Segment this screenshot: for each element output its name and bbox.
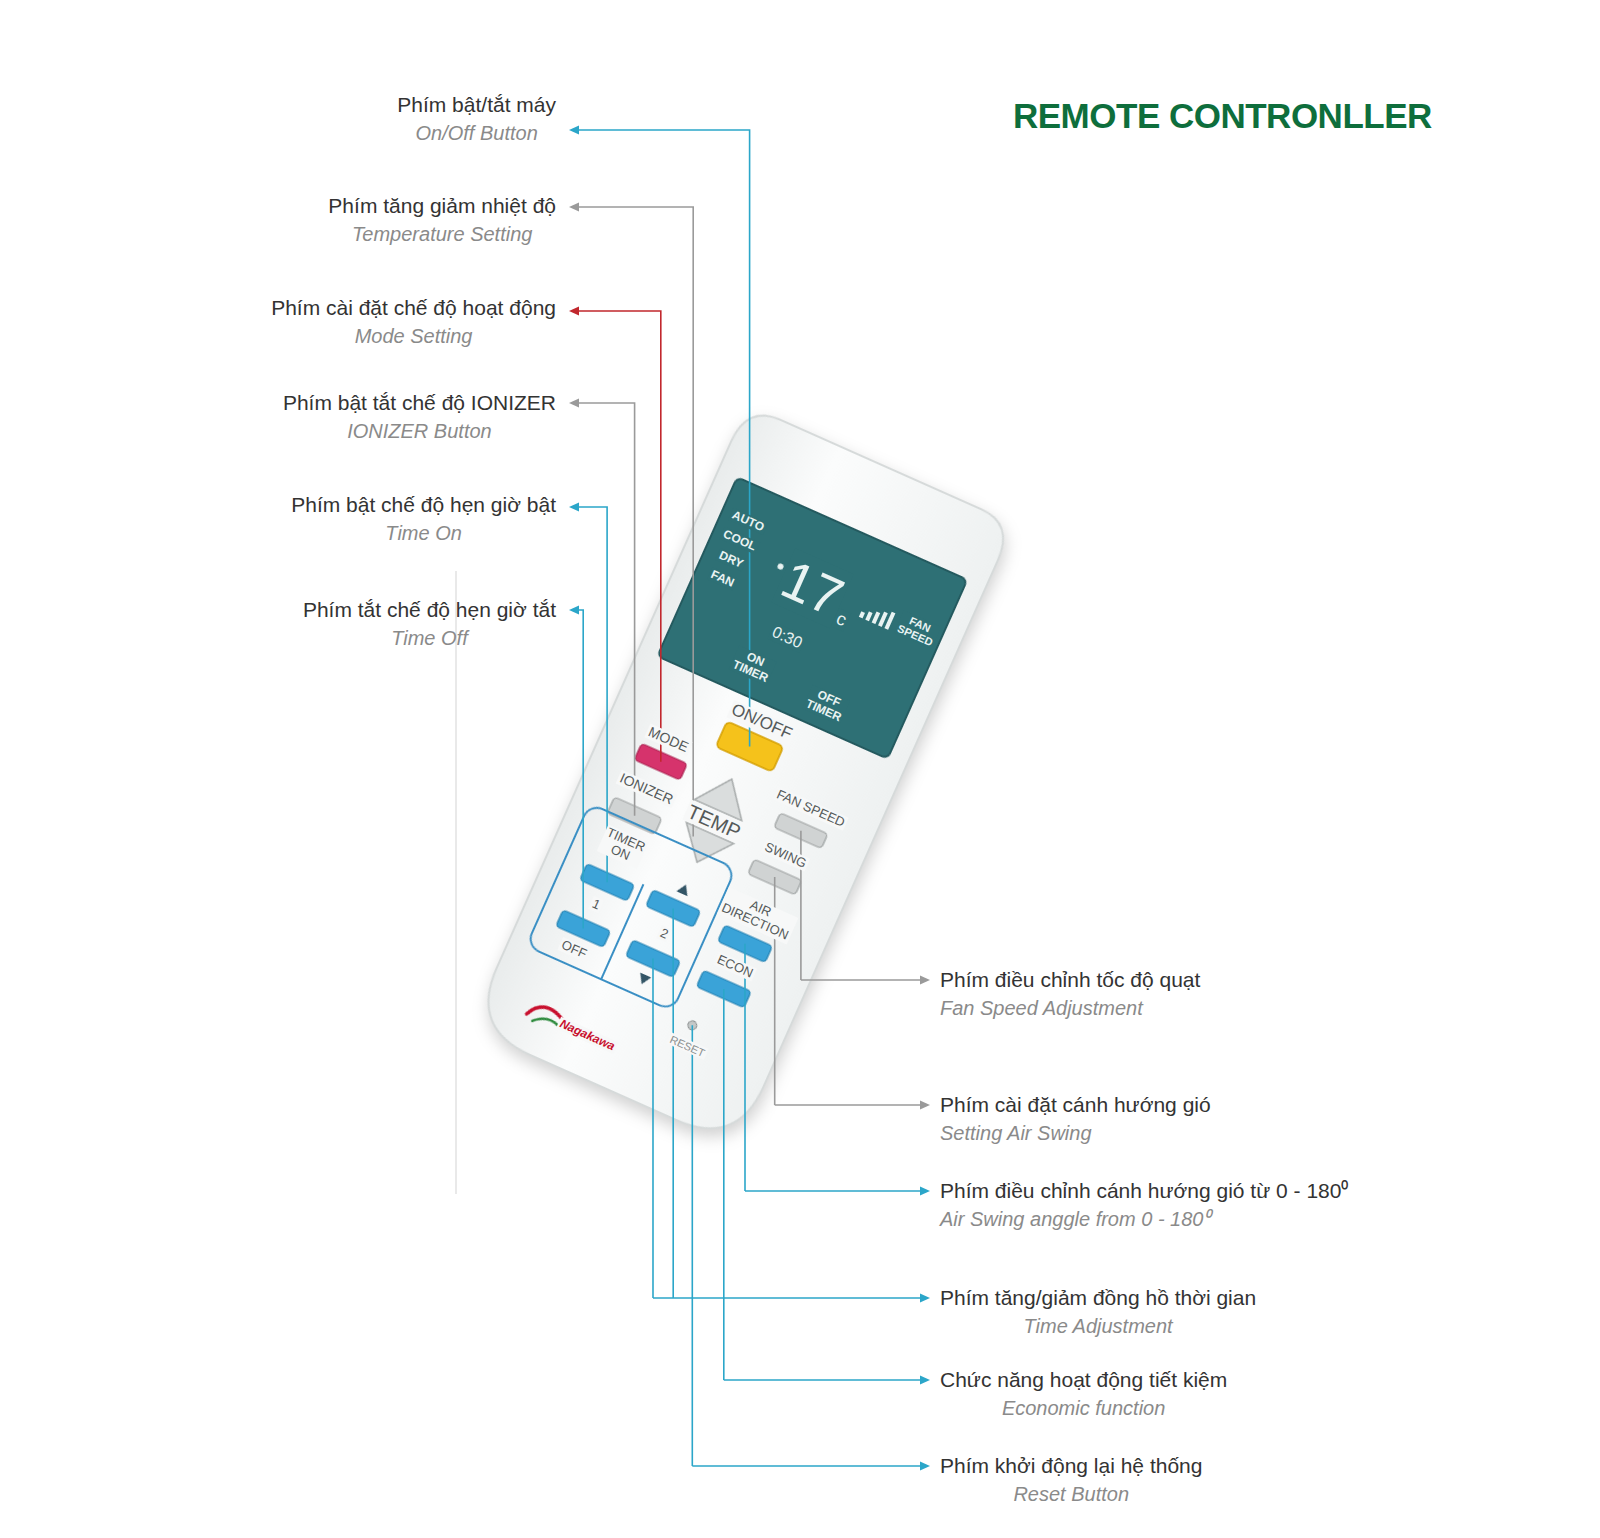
remote-key-label: OFF TIMER [802,685,850,726]
leader-line [672,909,674,1299]
callout-label-vi: Phím cài đặt cánh hướng gió [940,1091,1211,1119]
callout-group: Phím bật tắt chế độ IONIZERIONIZER Butto… [283,389,556,445]
remote-key-label: ECON [713,952,757,982]
leader-line [578,207,693,836]
leader-line [691,1025,693,1466]
remote-key-label: FAN [707,567,738,590]
leader-arrowhead [569,503,579,512]
callout-group: Chức năng hoạt động tiết kiệmEconomic fu… [940,1366,1227,1422]
leader-arrowhead [920,976,930,985]
callout-label-vi: Phím bật chế độ hẹn giờ bật [291,491,556,519]
blue-buttons [556,860,774,1010]
remote-key-label: IONIZER [615,770,677,809]
leader-line [652,959,654,1298]
leader-line [723,989,725,1380]
remote-key-label: ON/OFF [727,700,797,745]
leader-arrowhead [920,1187,930,1196]
remote-key-label: TEMP [682,799,745,843]
leader-arrowhead [920,1101,930,1110]
callout-label-vi: Phím điều chỉnh cánh hướng gió từ 0 - 18… [940,1177,1348,1205]
leader-line [692,1465,921,1467]
callout-label-en: Mode Setting [271,322,556,350]
callout-label-vi: Chức năng hoạt động tiết kiệm [940,1366,1227,1394]
leader-line [578,507,607,882]
callout-group: Phím bật/tắt máyOn/Off Button [397,91,556,147]
callout-label-en: Economic function [940,1394,1227,1422]
callout-label-en: Setting Air Swing [940,1119,1211,1147]
leader-line [800,831,802,980]
leader-arrowhead [569,399,579,408]
leader-line [578,311,661,762]
remote-housing [470,405,1014,1147]
leader-line [744,944,746,1191]
callout-label-vi: Phím khởi động lại hệ thống [940,1452,1202,1480]
callout-group: Phím cài đặt chế độ hoạt độngMode Settin… [271,294,556,350]
callout-label-en: Temperature Setting [328,220,556,248]
callout-group: Phím điều chỉnh cánh hướng gió từ 0 - 18… [940,1177,1348,1233]
display-dot [777,563,785,571]
remote-key-label: TIMER ON [597,825,649,869]
callout-label-vi: Phím tắt chế độ hẹn giờ tắt [303,596,556,624]
leader-line [775,1104,921,1106]
callout-label-vi: Phím bật tắt chế độ IONIZER [283,389,556,417]
callout-label-en: Fan Speed Adjustment [940,994,1200,1022]
callout-group: Phím cài đặt cánh hướng gióSetting Air S… [940,1091,1211,1147]
remote-key-label: SWING [761,839,811,872]
callout-label-vi: Phím điều chỉnh tốc độ quạt [940,966,1200,994]
leader-arrowhead [569,203,579,212]
callout-label-vi: Phím tăng/giảm đồng hồ thời gian [940,1284,1256,1312]
page-rule [455,571,457,1194]
remote-key-label: ON TIMER [728,645,776,686]
remote-key-label: OFF [557,937,590,962]
callout-group: Phím khởi động lại hệ thốngReset Button [940,1452,1202,1508]
remote-key-label: 2 [656,925,672,943]
remote-key-label: 0:30 [768,622,807,652]
remote-key-label: 1 [588,896,604,914]
leader-line [578,610,583,929]
remote-key-label: Nagakawa [556,1017,619,1055]
callout-label-en: Time On [291,519,556,547]
callout-label-vi: Phím bật/tắt máy [397,91,556,119]
up-symbol [676,882,691,896]
callout-label-en: Time Adjustment [940,1312,1256,1340]
leader-line [745,1190,921,1192]
leader-arrowhead [569,126,579,135]
callout-group: Phím bật chế độ hẹn giờ bậtTime On [291,491,556,547]
callout-label-en: On/Off Button [397,119,556,147]
callout-label-en: Air Swing anggle from 0 - 180⁰ [940,1205,1348,1233]
callout-group: Phím tăng/giảm đồng hồ thời gianTime Adj… [940,1284,1256,1340]
remote-key-label: FAN SPEED [894,610,942,649]
remote-key-label: RESET [666,1032,708,1060]
title: REMOTE CONTRONLLER [1013,96,1432,136]
leader-arrowhead [569,606,579,615]
lcd-display [657,477,967,759]
leader-arrowhead [920,1376,930,1385]
callout-group: Phím điều chỉnh tốc độ quạtFan Speed Adj… [940,966,1200,1022]
callout-label-vi: Phím tăng giảm nhiệt độ [328,192,556,220]
leader-arrowhead [569,307,579,316]
callout-group: Phím tắt chế độ hẹn giờ tắtTime Off [303,596,556,652]
remote-key-label: FAN SPEED [773,787,849,831]
callout-label-en: IONIZER Button [283,417,556,445]
leader-line [653,1297,921,1299]
callout-label-en: Time Off [303,624,556,652]
leader-line [578,130,750,747]
remote-key-label: AIR DIRECTION [717,887,798,944]
down-symbol [636,973,651,987]
callout-label-vi: Phím cài đặt chế độ hoạt động [271,294,556,322]
leader-arrowhead [920,1294,930,1303]
callout-label-en: Reset Button [940,1480,1202,1508]
remote-key-label: DRY [715,548,747,572]
leader-line [801,979,921,981]
leader-line [724,1379,921,1381]
callout-group: Phím tăng giảm nhiệt độTemperature Setti… [328,192,556,248]
remote-key-label: MODE [644,724,692,757]
fan-bars [859,600,896,629]
leader-arrowhead [920,1462,930,1471]
